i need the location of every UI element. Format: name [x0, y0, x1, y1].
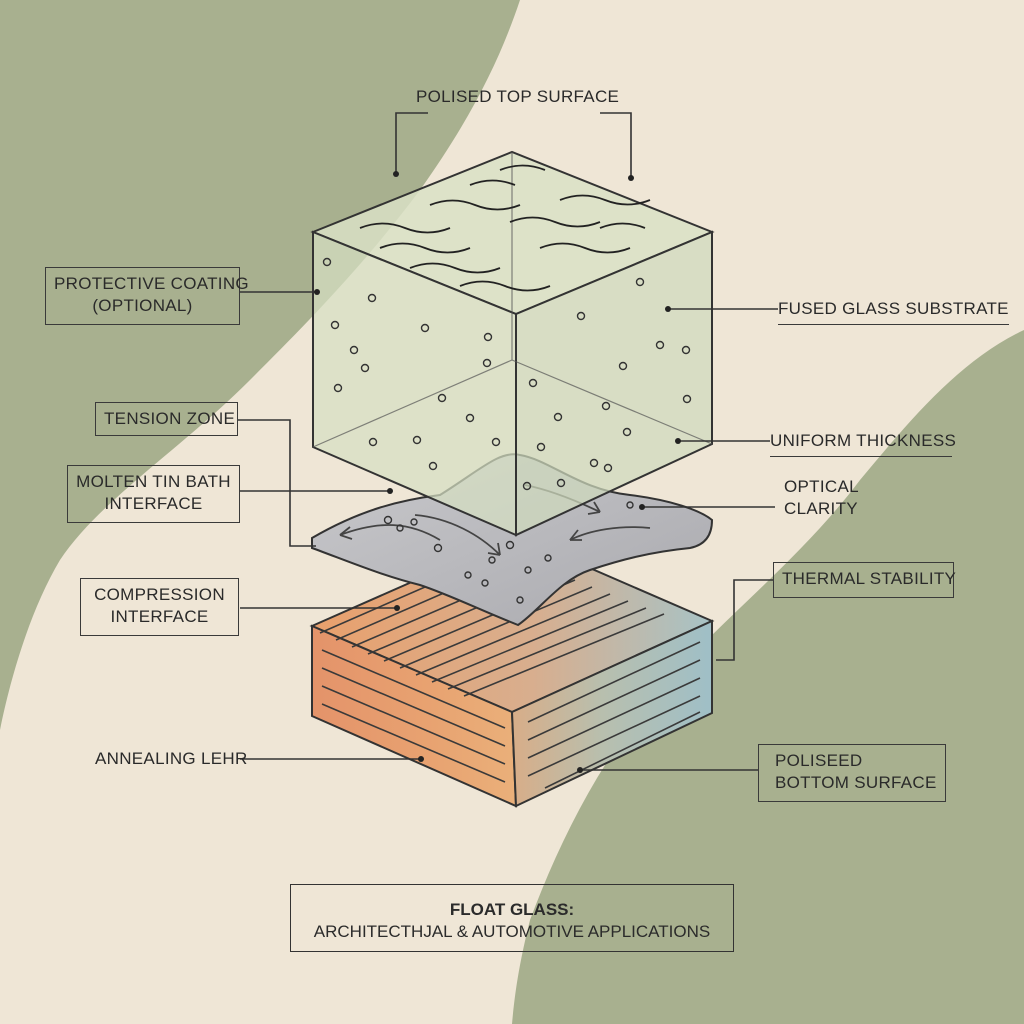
leader-tension-zone [238, 419, 316, 547]
tin-bubbles [383, 501, 634, 604]
label-molten-tin-bath: MOLTEN TIN BATH INTERFACE [67, 465, 240, 523]
surface-ripples [359, 164, 651, 292]
leader-dots [314, 171, 681, 773]
label-bottom-line1: POLISEED [775, 751, 863, 770]
label-polished-top-surface: POLISED TOP SURFACE [416, 87, 620, 106]
blob-bottom-right [512, 330, 1024, 1024]
title-line1: FLOAT GLASS: [449, 900, 575, 919]
title-box: FLOAT GLASS: ARCHITECTHJAL & AUTOMOTIVE … [290, 884, 734, 952]
label-protective-coating-line2: (OPTIONAL) [92, 296, 193, 315]
cube-bubbles [322, 257, 692, 491]
label-protective-coating: PROTECTIVE COATING (OPTIONAL) [45, 267, 249, 325]
label-fused-glass-substrate: FUSED GLASS SUBSTRATE [778, 298, 1009, 325]
leader-thermal [716, 579, 773, 661]
label-optical-line2: CLARITY [784, 499, 858, 518]
label-compression-line1: COMPRESSION [94, 585, 225, 604]
label-thermal-stability: THERMAL STABILITY [773, 562, 956, 598]
title-line2: ARCHITECTHJAL & AUTOMOTIVE APPLICATIONS [313, 922, 711, 941]
label-optical-line1: OPTICAL [784, 477, 859, 496]
label-protective-coating-line1: PROTECTIVE COATING [54, 274, 249, 293]
label-polished-bottom-surface: POLISEED BOTTOM SURFACE [758, 744, 946, 802]
label-optical-clarity: OPTICAL CLARITY [775, 470, 863, 528]
label-compression-interface: COMPRESSION INTERFACE [80, 578, 239, 636]
tin-flow-arrows [339, 484, 651, 556]
leader-top-right [600, 112, 632, 178]
label-annealing-lehr: ANNEALING LEHR [95, 749, 248, 768]
leader-lines [238, 112, 778, 771]
label-bottom-line2: BOTTOM SURFACE [775, 773, 937, 792]
label-molten-tin-line1: MOLTEN TIN BATH [76, 472, 231, 491]
label-uniform-thickness: UNIFORM THICKNESS [770, 430, 956, 457]
label-compression-line2: INTERFACE [110, 607, 209, 626]
label-molten-tin-line2: INTERFACE [104, 494, 203, 513]
blob-top-left [0, 0, 520, 730]
leader-top-left [395, 112, 428, 174]
label-tension-zone: TENSION ZONE [95, 402, 238, 436]
glass-cube [310, 150, 715, 537]
cube-hidden-edges [312, 152, 713, 448]
